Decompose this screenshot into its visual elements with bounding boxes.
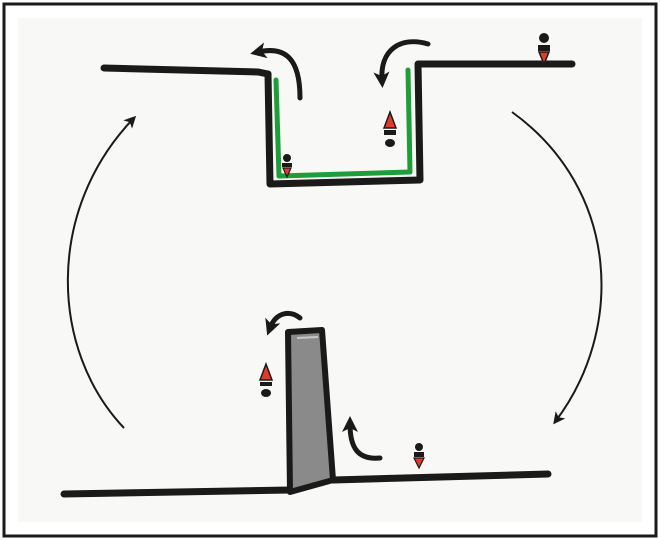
wall-block bbox=[288, 330, 333, 492]
wall-highlight bbox=[297, 337, 318, 338]
bottom-ground-left bbox=[64, 490, 290, 494]
